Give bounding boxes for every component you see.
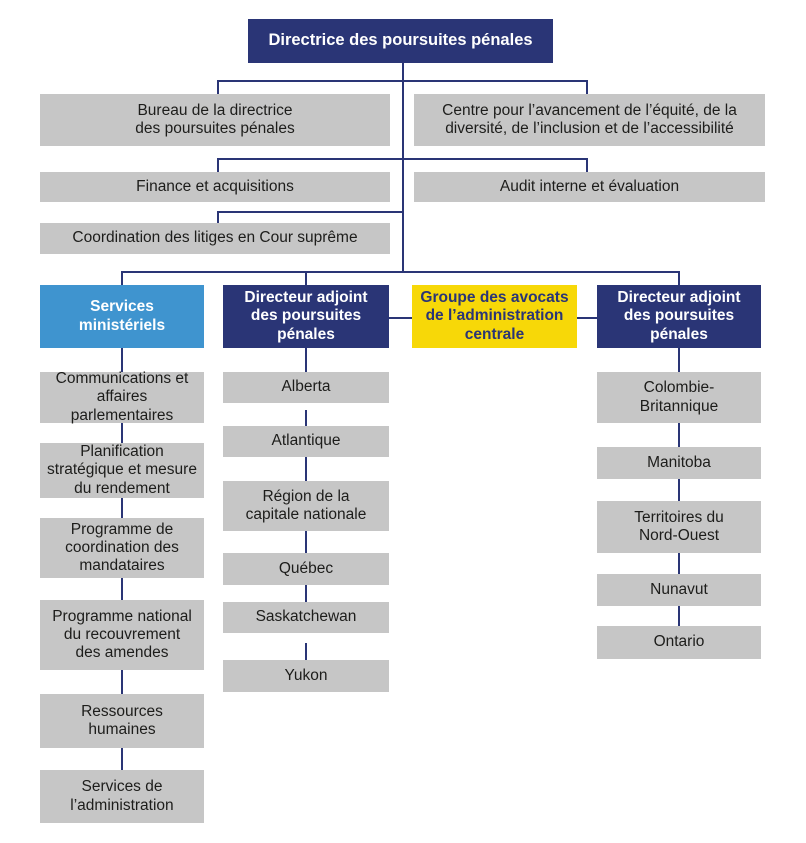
node-territoires-nord-ouest-label: Territoires du Nord-Ouest bbox=[634, 508, 724, 544]
connector-col1-drop bbox=[121, 271, 123, 285]
connector-col2-spine-4 bbox=[305, 531, 307, 553]
node-yukon-label: Yukon bbox=[284, 666, 328, 684]
node-saskatchewan-label: Saskatchewan bbox=[255, 608, 357, 626]
connector-col1-spine-1 bbox=[121, 348, 123, 372]
node-yukon[interactable]: Yukon bbox=[223, 660, 389, 692]
node-atlantique-label: Atlantique bbox=[271, 432, 341, 450]
column-header-directeur-adjoint-2[interactable]: Directeur adjoint des poursuites pénales bbox=[597, 285, 761, 348]
connector-col1-spine-4 bbox=[121, 578, 123, 600]
connector-tier1-right-drop bbox=[586, 80, 588, 94]
column-header-services-ministeriels[interactable]: Services ministériels bbox=[40, 285, 204, 348]
connector-col2-to-yellow bbox=[389, 317, 412, 319]
node-coordination-litiges-label: Coordination des litiges en Cour suprême bbox=[72, 229, 358, 247]
connector-col2-spine-1 bbox=[305, 348, 307, 372]
column-header-directeur-adjoint-2-label: Directeur adjoint des poursuites pénales bbox=[617, 289, 741, 343]
connector-col2-spine-2 bbox=[305, 410, 307, 426]
node-planification-strategique-label: Planification stratégique et mesure du r… bbox=[47, 443, 197, 497]
connector-tier3-drop bbox=[217, 211, 219, 223]
column-header-directeur-adjoint-1-label: Directeur adjoint des poursuites pénales bbox=[244, 289, 368, 343]
node-programme-national-recouvrement-label: Programme national du recouvrement des a… bbox=[52, 607, 192, 662]
connector-col2-spine-6 bbox=[305, 643, 307, 660]
node-quebec[interactable]: Québec bbox=[223, 553, 389, 585]
connector-col4-spine-3 bbox=[678, 479, 680, 501]
connector-root-stem bbox=[402, 63, 404, 271]
connector-col4-spine-2 bbox=[678, 423, 680, 447]
node-manitoba[interactable]: Manitoba bbox=[597, 447, 761, 479]
connector-col2-spine-3 bbox=[305, 457, 307, 481]
connector-col4-drop bbox=[678, 271, 680, 285]
column-header-groupe-avocats[interactable]: Groupe des avocats de l’administration c… bbox=[412, 285, 577, 348]
node-bureau-directrice-label: Bureau de la directrice des poursuites p… bbox=[135, 101, 295, 137]
connector-col2-spine-5 bbox=[305, 585, 307, 602]
connector-col4-spine-4 bbox=[678, 553, 680, 574]
connector-col1-spine-6 bbox=[121, 748, 123, 770]
node-root-label: Directrice des poursuites pénales bbox=[268, 31, 533, 50]
connector-col1-spine-2 bbox=[121, 423, 123, 443]
node-communications-affaires-label: Communications et affaires parlementaire… bbox=[55, 370, 189, 424]
node-manitoba-label: Manitoba bbox=[647, 453, 711, 471]
node-programme-coordination-mandataires-label: Programme de coordination des mandataire… bbox=[65, 520, 179, 575]
connector-tier1-bus bbox=[217, 80, 588, 82]
node-territoires-nord-ouest[interactable]: Territoires du Nord-Ouest bbox=[597, 501, 761, 553]
node-audit-interne[interactable]: Audit interne et évaluation bbox=[414, 172, 765, 202]
node-ontario[interactable]: Ontario bbox=[597, 626, 761, 659]
node-centre-equite[interactable]: Centre pour l’avancement de l’équité, de… bbox=[414, 94, 765, 146]
node-programme-national-recouvrement[interactable]: Programme national du recouvrement des a… bbox=[40, 600, 204, 670]
node-communications-affaires[interactable]: Communications et affaires parlementaire… bbox=[40, 370, 204, 424]
node-alberta[interactable]: Alberta bbox=[223, 372, 389, 403]
column-header-directeur-adjoint-1[interactable]: Directeur adjoint des poursuites pénales bbox=[223, 285, 389, 348]
connector-yellow-to-col4 bbox=[577, 317, 597, 319]
node-programme-coordination-mandataires[interactable]: Programme de coordination des mandataire… bbox=[40, 518, 204, 578]
node-services-administration[interactable]: Services de l’administration bbox=[40, 770, 204, 823]
node-audit-interne-label: Audit interne et évaluation bbox=[499, 177, 680, 195]
node-centre-equite-label: Centre pour l’avancement de l’équité, de… bbox=[442, 101, 737, 137]
node-region-capitale-nationale-label: Région de la capitale nationale bbox=[245, 487, 367, 523]
column-header-groupe-avocats-label: Groupe des avocats de l’administration c… bbox=[420, 289, 569, 343]
connector-col2-drop bbox=[305, 271, 307, 285]
node-finance-acquisitions-label: Finance et acquisitions bbox=[136, 177, 294, 195]
node-ressources-humaines[interactable]: Ressources humaines bbox=[40, 694, 204, 748]
column-header-services-ministeriels-label: Services ministériels bbox=[78, 298, 166, 334]
node-planification-strategique[interactable]: Planification stratégique et mesure du r… bbox=[40, 443, 204, 498]
node-atlantique[interactable]: Atlantique bbox=[223, 426, 389, 457]
connector-columns-bus bbox=[121, 271, 680, 273]
node-ressources-humaines-label: Ressources humaines bbox=[81, 702, 163, 738]
node-root[interactable]: Directrice des poursuites pénales bbox=[248, 19, 553, 63]
connector-col4-spine-5 bbox=[678, 606, 680, 626]
node-finance-acquisitions[interactable]: Finance et acquisitions bbox=[40, 172, 390, 202]
connector-tier2-right-drop bbox=[586, 158, 588, 172]
node-region-capitale-nationale[interactable]: Région de la capitale nationale bbox=[223, 481, 389, 531]
connector-tier2-left-drop bbox=[217, 158, 219, 172]
node-nunavut-label: Nunavut bbox=[650, 580, 708, 598]
node-saskatchewan[interactable]: Saskatchewan bbox=[223, 602, 389, 633]
connector-tier2-bus bbox=[217, 158, 588, 160]
node-nunavut[interactable]: Nunavut bbox=[597, 574, 761, 606]
connector-col1-spine-3 bbox=[121, 498, 123, 518]
node-services-administration-label: Services de l’administration bbox=[70, 778, 174, 814]
node-coordination-litiges[interactable]: Coordination des litiges en Cour suprême bbox=[40, 223, 390, 254]
node-alberta-label: Alberta bbox=[281, 378, 331, 396]
node-colombie-britannique[interactable]: Colombie- Britannique bbox=[597, 372, 761, 423]
node-colombie-britannique-label: Colombie- Britannique bbox=[639, 379, 719, 415]
node-quebec-label: Québec bbox=[278, 559, 334, 577]
connector-tier1-left-drop bbox=[217, 80, 219, 94]
node-ontario-label: Ontario bbox=[653, 633, 705, 651]
connector-tier3-bus bbox=[217, 211, 404, 213]
connector-col1-spine-5 bbox=[121, 670, 123, 694]
node-bureau-directrice[interactable]: Bureau de la directrice des poursuites p… bbox=[40, 94, 390, 146]
connector-col4-spine-1 bbox=[678, 348, 680, 372]
